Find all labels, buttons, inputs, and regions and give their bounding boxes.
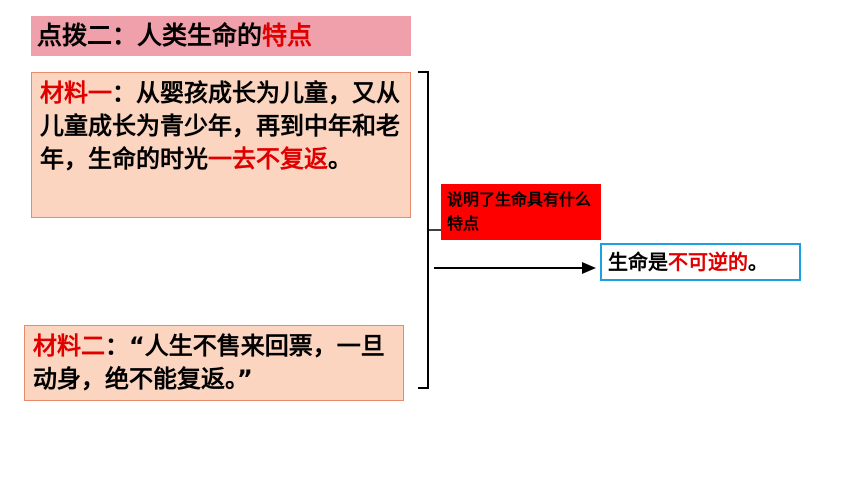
page-title: 点拨二：人类生命的特点 — [31, 16, 411, 56]
material-one-box: 材料一：从婴孩成长为儿童，又从儿童成长为青少年，再到中年和老年，生命的时光一去不… — [31, 72, 411, 218]
answer-box: 生命是不可逆的。 — [600, 243, 801, 281]
answer-suffix: 。 — [748, 250, 768, 274]
material-two-text: ：“人生不售来回票，一旦动身，绝不能复返。” — [33, 332, 385, 393]
answer-prefix: 生命是 — [608, 250, 668, 274]
question-text: 说明了生命具有什么特点 — [447, 190, 592, 233]
title-highlight: 特点 — [262, 21, 313, 50]
material-two-box: 材料二：“人生不售来回票，一旦动身，绝不能复返。” — [24, 325, 404, 401]
question-box: 说明了生命具有什么特点 — [441, 184, 601, 240]
right-brace — [418, 71, 429, 389]
answer-highlight: 不可逆的 — [668, 250, 748, 274]
material-one-highlight: 一去不复返 — [208, 145, 328, 173]
material-one-suffix: 。 — [328, 145, 352, 173]
arrow-head — [582, 262, 596, 274]
material-one-text: ：从婴孩成长为儿童，又从儿童成长为青少年，再到中年和老年，生命的时光 — [40, 79, 400, 173]
material-one-label: 材料一 — [40, 79, 112, 107]
material-two-label: 材料二 — [33, 332, 105, 360]
title-prefix: 点拨二：人类生命的 — [37, 21, 263, 50]
